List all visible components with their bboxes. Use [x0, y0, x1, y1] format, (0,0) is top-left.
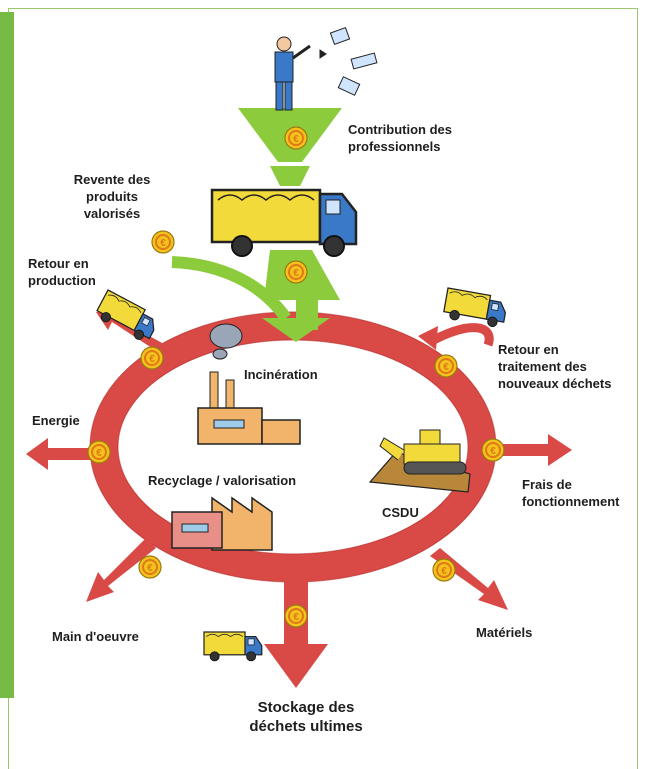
- label-contribution: Contribution des professionnels: [348, 122, 452, 154]
- label-revente: Revente des produits valorisés: [73, 172, 151, 221]
- flying-waste-items: [319, 26, 378, 96]
- worker-throwing-waste-icon: [274, 36, 311, 111]
- bulldozer-icon: [368, 429, 471, 493]
- label-stockage: Stockage des déchets ultimes: [249, 699, 363, 735]
- side-accent-bar: [0, 12, 14, 698]
- label-retour-production: Retour en production: [28, 256, 96, 288]
- label-main-oeuvre: Main d'oeuvre: [52, 629, 139, 644]
- frame-right-border: [637, 8, 638, 769]
- funnel-bottom: [264, 250, 340, 330]
- label-frais: Frais de fonctionnement: [522, 477, 620, 509]
- frame-top-border: [8, 8, 638, 9]
- label-retour-traitement: Retour en traitement des nouveaux déchet…: [498, 342, 612, 391]
- main-truck-icon: [210, 188, 358, 257]
- label-materiels: Matériels: [476, 625, 533, 640]
- label-energie: Energie: [32, 413, 80, 428]
- recycling-factory-icon: [171, 496, 273, 551]
- incinerator-factory-icon: [197, 323, 301, 445]
- label-csdu: CSDU: [382, 505, 419, 520]
- label-incineration: Incinération: [244, 367, 318, 382]
- label-recyclage: Recyclage / valorisation: [148, 473, 297, 488]
